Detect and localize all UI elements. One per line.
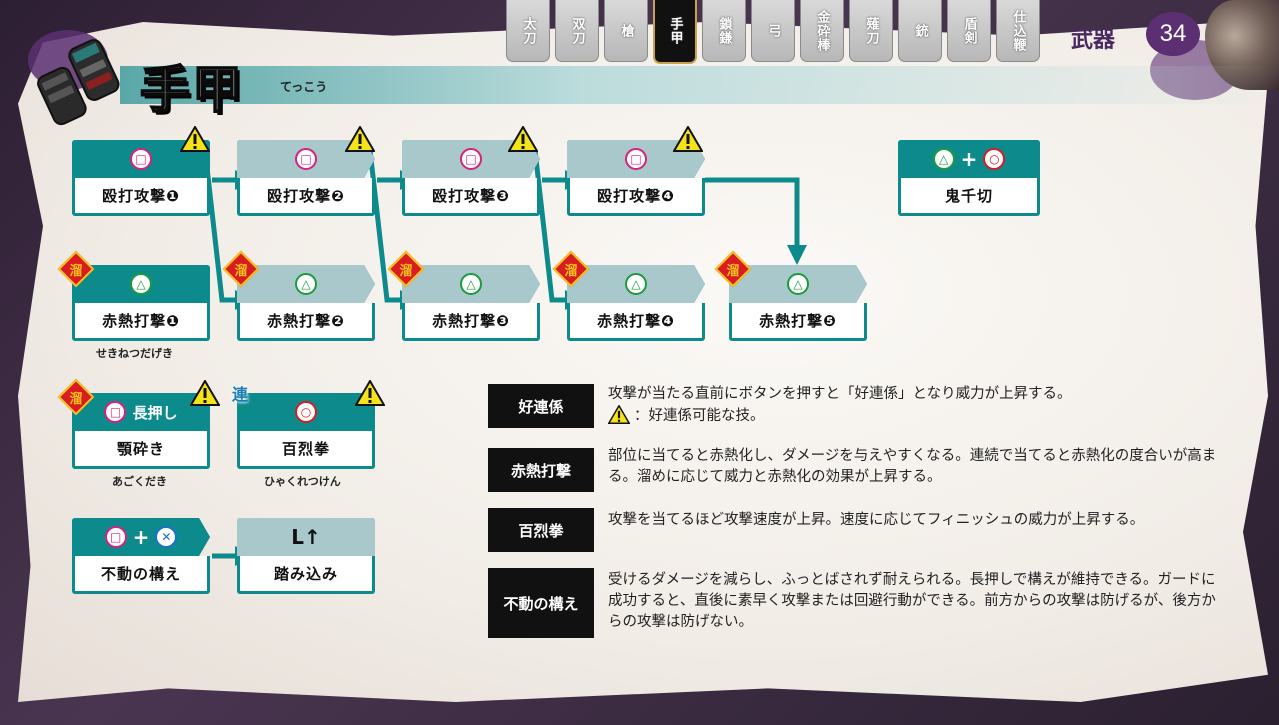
triangle-button-icon: △ [787,273,809,295]
circle-button-icon: ○ [295,401,317,423]
square-button-icon: □ [104,401,127,423]
tab-naginata[interactable]: 薙刀 [849,0,893,62]
square-button-icon: □ [625,148,647,170]
legend-description: 受けるダメージを減らし、ふっとばされず耐えられる。長押しで構えが維持できる。ガー… [608,572,1216,630]
square-button-icon: □ [130,148,152,170]
move-name: 殴打攻撃❶ [75,178,207,213]
move-name: 赤熱打撃❶ [75,303,207,338]
warning-icon [508,126,538,152]
title-reading: てっこう [280,80,328,94]
hold-label: 長押し [132,403,178,422]
square-button-icon: □ [104,526,127,548]
move-sekinetsu-2: △ 赤熱打撃❷ [237,265,375,341]
tab-yari[interactable]: 槍 [604,0,648,62]
ren-badge-icon: 連 [231,385,248,404]
move-fumikomi: L↑ 踏み込み [237,518,375,594]
move-name: 顎砕き [75,431,207,466]
warning-icon [345,126,375,152]
plus-sign: + [132,525,150,549]
move-reading: あごくだき [112,475,167,488]
move-dabou-3: □ 殴打攻撃❸ [402,140,540,216]
plus-sign: + [960,147,978,171]
square-button-icon: □ [295,148,317,170]
legend-term: 好連係 [488,384,594,428]
move-name: 赤熱打撃❷ [240,303,372,338]
cross-button-icon: ✕ [155,526,178,548]
tab-kanasaibou[interactable]: 金砕棒 [800,0,844,62]
move-dabou-1: □ 殴打攻撃❶ [72,140,210,216]
legend-description: 攻撃が当たる直前にボタンを押すと「好連係」となり威力が上昇する。 ：好連係可能な… [608,386,1072,424]
triangle-button-icon: △ [460,273,482,295]
move-name: 踏み込み [240,556,372,591]
warning-icon [608,405,630,424]
triangle-button-icon: △ [295,273,317,295]
square-button-icon: □ [460,148,482,170]
move-sekinetsu-4: △ 赤熱打撃❹ [567,265,705,341]
header-band [120,66,1279,104]
move-name: 赤熱打撃❸ [405,303,537,338]
left-stick-up-icon: L↑ [291,525,321,549]
move-name: 殴打攻撃❹ [570,178,702,213]
move-onisengiri: △ + ○ 鬼千切 [898,140,1040,216]
move-name: 百烈拳 [240,431,372,466]
tab-tatekan[interactable]: 盾剣 [947,0,991,62]
page-title: 手甲 [139,59,244,120]
move-name: 殴打攻撃❷ [240,178,372,213]
move-name: 赤熱打撃❺ [732,303,864,338]
move-hyakuretsuken: ○ 百烈拳 [237,393,375,469]
warning-icon [355,380,385,406]
triangle-button-icon: △ [932,148,955,170]
move-name: 鬼千切 [901,178,1037,213]
page-number: 34 [1146,12,1200,56]
move-reading: せきねつだげき [96,347,173,360]
warning-icon [180,126,210,152]
parchment-background [18,22,1268,702]
move-sekinetsu-3: △ 赤熱打撃❸ [402,265,540,341]
tab-shikomimuchi[interactable]: 仕込鞭 [996,0,1040,62]
move-name: 不動の構え [75,556,207,591]
move-sekinetsu-1: △ 赤熱打撃❶ [72,265,210,341]
tab-soutou[interactable]: 双刀 [555,0,599,62]
legend-term: 百烈拳 [488,508,594,552]
move-reading: ひゃくれつけん [264,475,341,488]
weapon-tabs: 太刀 双刀 槍 手甲 鎖鎌 弓 金砕棒 薙刀 銃 盾剣 仕込鞭 [506,0,1040,64]
warning-icon [190,380,220,406]
move-name: 赤熱打撃❹ [570,303,702,338]
tab-juu[interactable]: 銃 [898,0,942,62]
legend-description: 部位に当てると赤熱化し、ダメージを与えやすくなる。連続で当てると赤熱化の度合いが… [608,448,1217,485]
warning-icon [673,126,703,152]
gauntlet-icon [37,39,120,126]
legend-term: 赤熱打撃 [488,448,594,492]
tab-kusarigama[interactable]: 鎖鎌 [702,0,746,62]
move-dabou-4: □ 殴打攻撃❹ [567,140,705,216]
triangle-button-icon: △ [130,273,152,295]
legend-term: 不動の構え [488,568,594,638]
legend-description: 攻撃を当てるほど攻撃速度が上昇。速度に応じてフィニッシュの威力が上昇する。 [608,512,1145,528]
triangle-button-icon: △ [625,273,647,295]
move-name: 殴打攻撃❸ [405,178,537,213]
move-sekinetsu-5: △ 赤熱打撃❺ [729,265,867,341]
move-fudou-no-kamae: □ + ✕ 不動の構え [72,518,210,594]
tab-tachi[interactable]: 太刀 [506,0,550,62]
section-label: 武器 [1071,27,1116,53]
tab-yumi[interactable]: 弓 [751,0,795,62]
circle-button-icon: ○ [983,148,1006,170]
move-agokudaki: □ 長押し 顎砕き [72,393,210,469]
tab-tekkou[interactable]: 手甲 [653,0,697,64]
